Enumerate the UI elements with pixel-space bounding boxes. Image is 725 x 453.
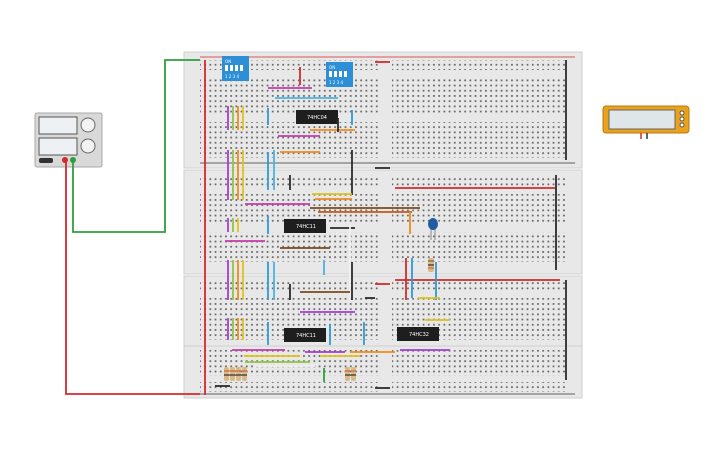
resistor-bank-right[interactable] (345, 367, 356, 381)
resistor-bank-left[interactable] (224, 367, 247, 381)
breadboard-1 (183, 51, 583, 169)
supply-ground-wire (72, 59, 200, 233)
dip-switch-on-label: ON (225, 59, 231, 64)
dip-switch-2[interactable]: ON 1 2 3 4 (326, 62, 353, 87)
chip-label: 74HC11 (296, 224, 316, 230)
chip-74hc32[interactable]: 74HC32 (397, 327, 439, 341)
chip-74hc11-a[interactable]: 74HC11 (284, 219, 326, 233)
power-supply[interactable] (34, 112, 103, 168)
supply-power-wire (65, 160, 200, 395)
dip-switch-on-label: ON (329, 65, 335, 70)
multimeter-display[interactable] (602, 105, 690, 139)
dip-switch-numbers: 1 2 3 4 (225, 74, 239, 79)
led-blue[interactable] (428, 218, 438, 240)
jumper-wires (204, 60, 567, 395)
resistor-1[interactable] (428, 258, 434, 272)
chip-label: 74HC11 (296, 333, 316, 339)
chip-label: 74HC04 (307, 115, 327, 121)
chip-label: 74HC32 (409, 332, 429, 338)
dip-switch-1[interactable]: ON 1 2 3 4 (222, 56, 249, 81)
dip-switch-numbers: 1 2 3 4 (329, 80, 343, 85)
breadboard-4 (183, 345, 583, 399)
chip-74hc04[interactable]: 74HC04 (296, 110, 338, 124)
chip-74hc11-b[interactable]: 74HC11 (284, 328, 326, 342)
